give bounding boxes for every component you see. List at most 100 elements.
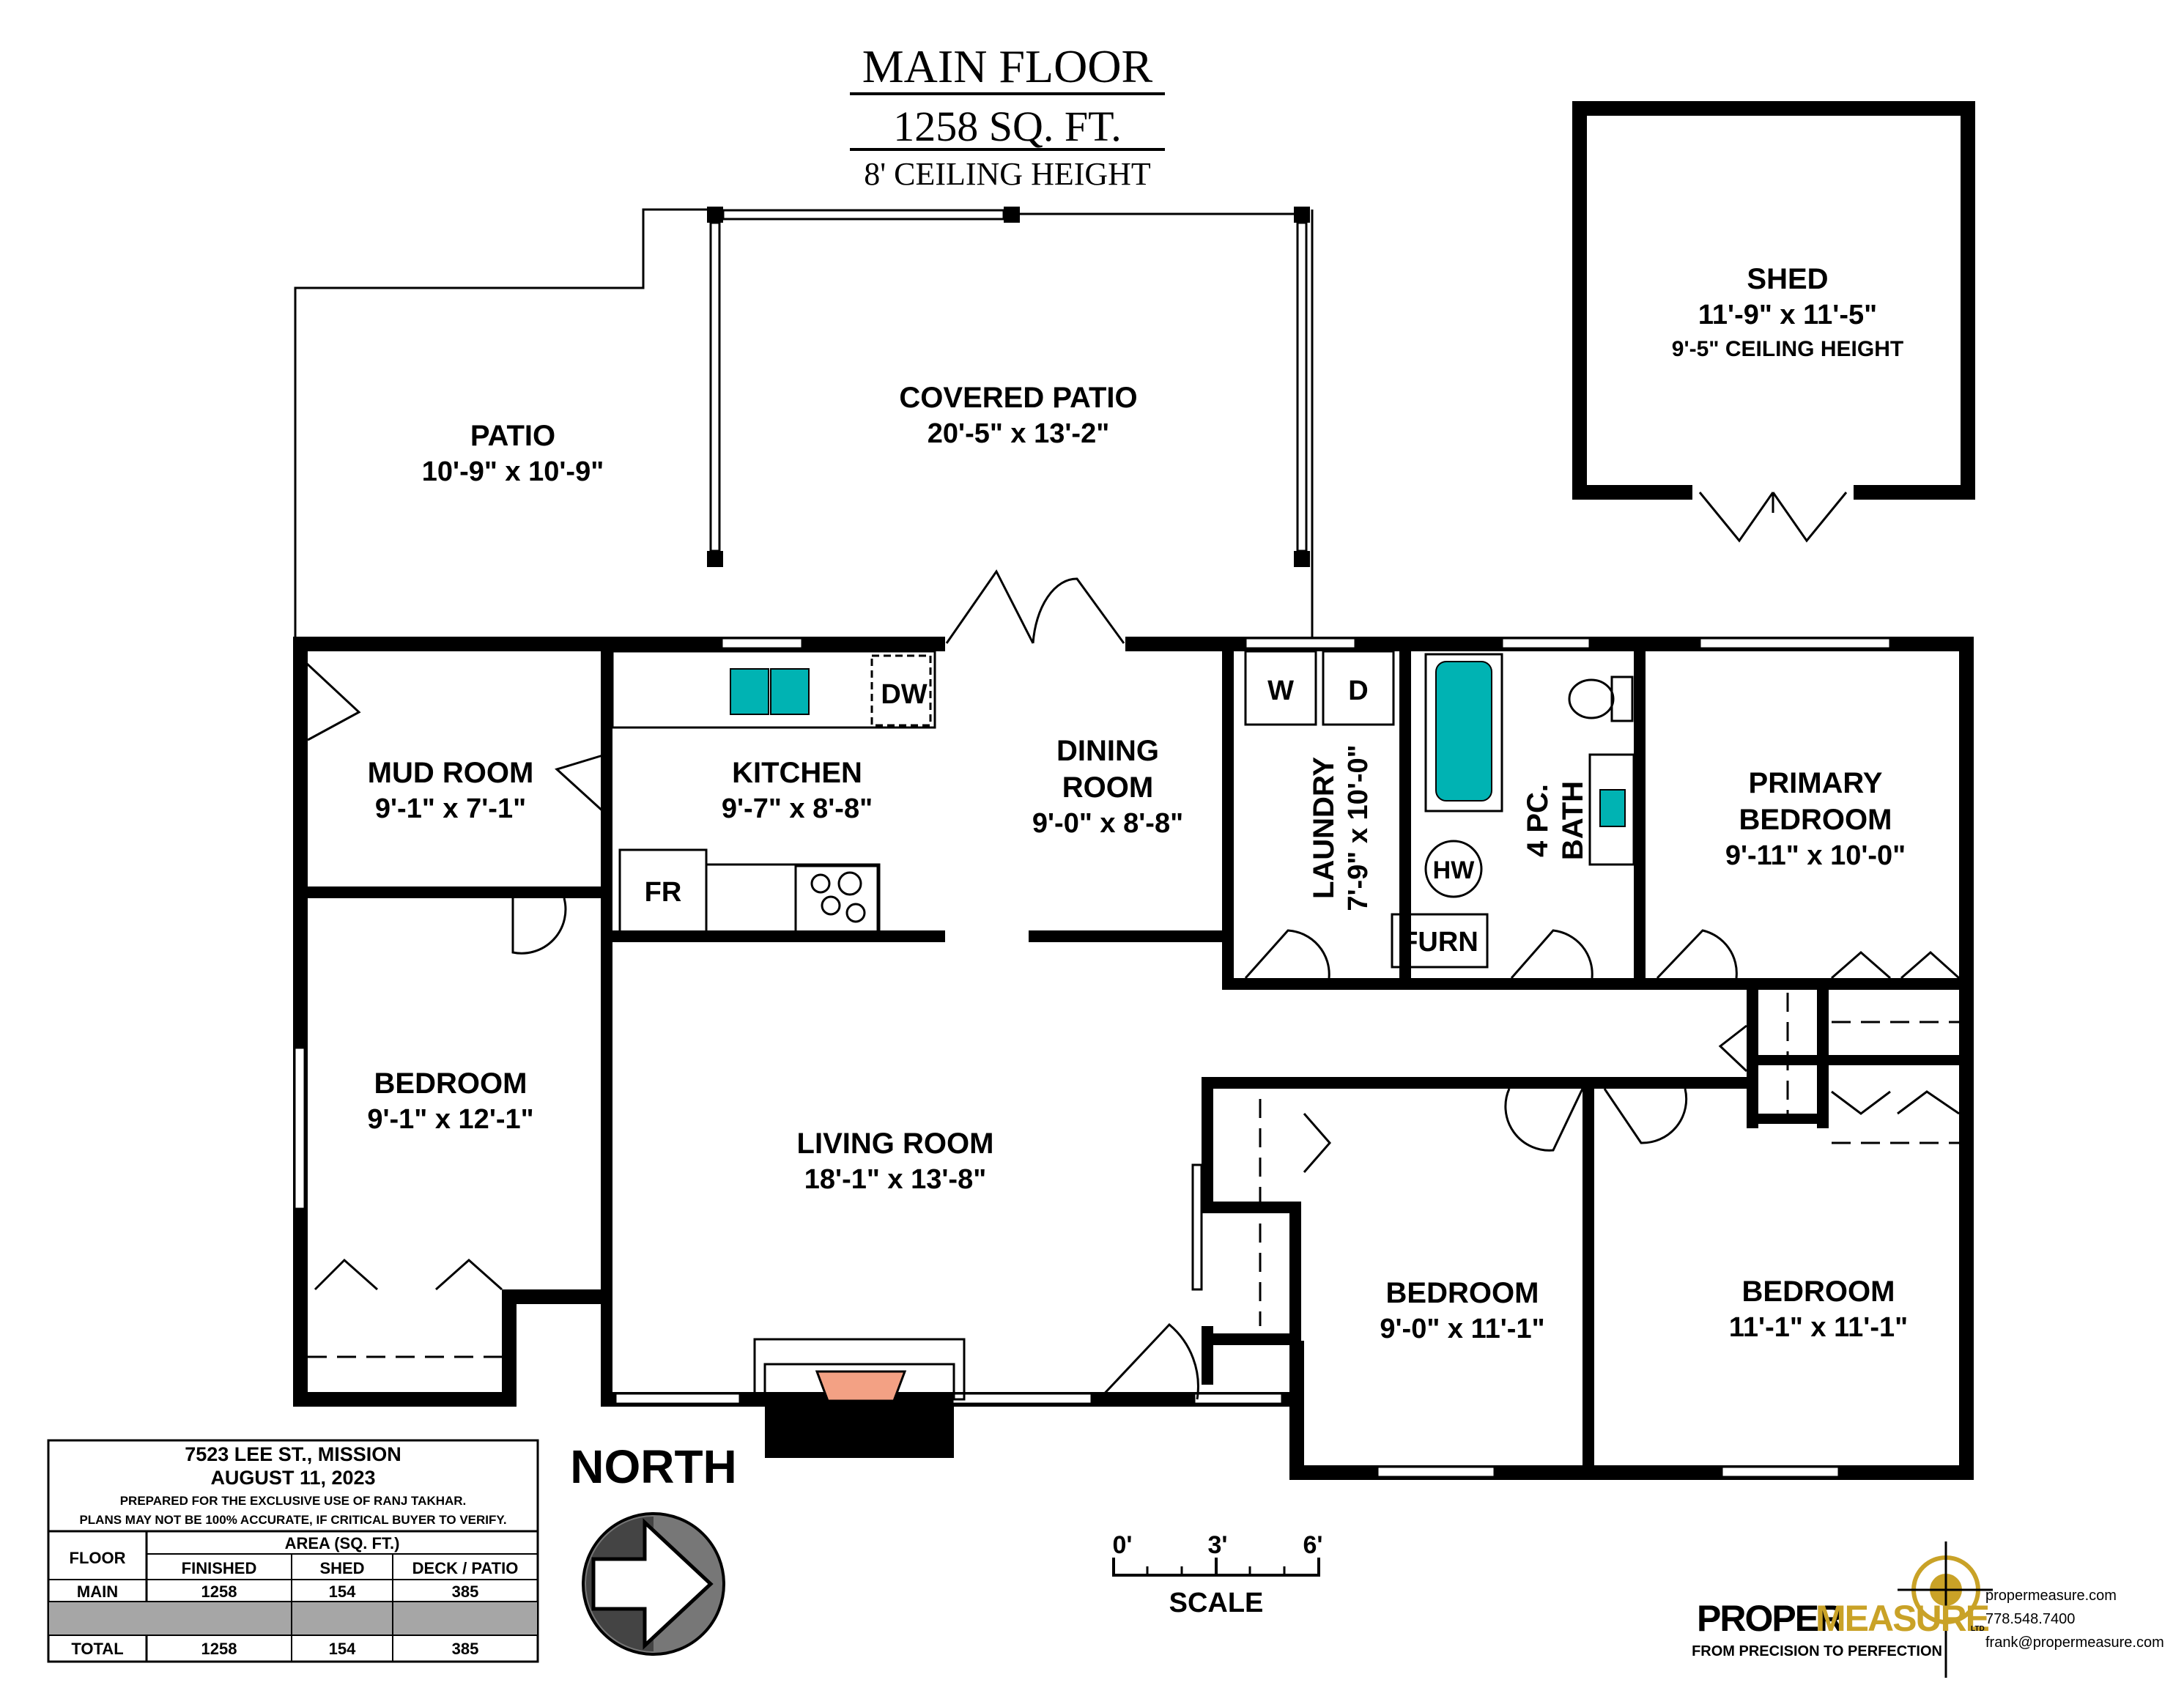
mud-room-dims: 9'-1" x 7'-1" [375,793,526,824]
fridge-label: FR [645,877,682,908]
laundry-name: LAUNDRY [1308,757,1340,899]
table-row-main-floor: MAIN [77,1582,118,1601]
logo-tm: LTD [1971,1625,1985,1633]
dryer-label: D [1348,675,1368,706]
shed-ceiling: 9'-5" CEILING HEIGHT [1672,337,1903,361]
bathtub [1424,653,1503,812]
furnace [1391,913,1489,969]
table-row-main-deck: 385 [452,1582,479,1601]
burner-icon [821,895,841,916]
toilet-icon [1568,678,1615,719]
scale-label: SCALE [1169,1588,1264,1618]
table-row-main-shed: 154 [329,1582,356,1601]
plan-area: 1258 SQ. FT. [893,103,1122,150]
kitchen-fixtures: DW FR [611,650,936,939]
hearth [765,1407,954,1458]
living-room-name: LIVING ROOM [797,1128,994,1160]
furnace-label: FURN [1401,927,1478,958]
table-row-main-finished: 1258 [201,1582,237,1601]
washer-label: W [1267,675,1294,706]
dryer [1322,650,1395,726]
branding: PROPER MEASURE LTD FROM PRECISION TO PER… [1692,1541,2164,1678]
burner-icon [845,903,866,923]
fireplace [753,1338,966,1458]
mud-room-name: MUD ROOM [368,757,534,789]
contact-email: frank@propermeasure.com [1985,1635,2164,1651]
dining-room-name-1: DINING [1056,735,1159,767]
bedroom-west-name: BEDROOM [374,1067,528,1100]
laundry-dims: 7'-9" x 10'-0" [1343,744,1374,911]
sink-right [770,668,810,715]
covered-patio-structure [707,207,1310,567]
table-row-total-shed: 154 [329,1640,356,1658]
dining-room-dims: 9'-0" x 8'-8" [1032,808,1183,839]
laundry-fixtures: W D HW FURN [1244,650,1489,969]
washer [1244,650,1317,726]
table-area-header: AREA (SQ. FT.) [285,1534,400,1552]
windows [293,637,1892,1478]
bath-name-1: 4 PC. [1522,784,1554,857]
dishwasher [870,654,932,727]
primary-bedroom-name-1: PRIMARY [1749,767,1883,799]
patio-name: PATIO [470,420,555,452]
bath-sink [1599,789,1626,827]
table-row-total-deck: 385 [452,1640,479,1658]
table-col-deck: DECK / PATIO [412,1559,519,1577]
table-floor-header: FLOOR [70,1549,126,1567]
info-box: 7523 LEE ST., MISSION AUGUST 11, 2023 PR… [47,1439,539,1663]
scale-tick-0: 0' [1113,1531,1133,1559]
hot-water-label: HW [1433,856,1476,884]
kitchen-name: KITCHEN [732,757,862,789]
table-row-total-finished: 1258 [201,1640,237,1658]
contact-phone: 778.548.7400 [1985,1611,2075,1627]
kitchen-dims: 9'-7" x 8'-8" [722,793,873,824]
scale-tick-3: 3' [1208,1531,1228,1559]
bathtub-basin [1435,661,1492,802]
logo-measure: MEASURE [1815,1598,1989,1639]
vanity [1588,753,1635,866]
shed-name: SHED [1747,263,1828,295]
info-disclaimer: PLANS MAY NOT BE 100% ACCURATE, IF CRITI… [79,1513,506,1527]
bedroom-middle-name: BEDROOM [1386,1277,1539,1309]
bedroom-middle-dims: 9'-0" x 11'-1" [1380,1314,1544,1344]
patio-dims: 10'-9" x 10'-9" [422,456,604,487]
dishwasher-label: DW [881,679,927,710]
burner-icon [837,871,862,896]
shed [1572,101,1975,543]
table-col-shed: SHED [319,1559,364,1577]
info-prepared: PREPARED FOR THE EXCLUSIVE USE OF RANJ T… [120,1494,467,1508]
logo-tagline: FROM PRECISION TO PERFECTION [1692,1643,1942,1659]
contact-website: propermeasure.com [1985,1588,2117,1604]
table-empty-row [48,1601,538,1636]
patio-outline [294,208,1314,643]
burner-icon [810,873,831,894]
table-col-finished: FINISHED [182,1559,257,1577]
north-label: NORTH [570,1440,737,1493]
north-arrow: NORTH [570,1440,737,1656]
bath-fixtures [1424,653,1635,866]
bath-name-2: BATH [1557,781,1589,860]
toilet-tank [1610,675,1634,722]
header: MAIN FLOOR 1258 SQ. FT. 8' CEILING HEIGH… [850,40,1165,192]
hot-water-tank [1424,840,1483,898]
sink-left [730,668,769,715]
shed-dims: 11'-9" x 11'-5" [1698,300,1877,330]
primary-bedroom-name-2: BEDROOM [1739,804,1892,836]
bedroom-east-dims: 11'-1" x 11'-1" [1729,1312,1908,1343]
info-address: 7523 LEE ST., MISSION [185,1443,401,1465]
logo-proper: PROPER [1697,1598,1844,1639]
dining-room-name-2: ROOM [1062,771,1153,804]
covered-patio-name: COVERED PATIO [899,382,1137,414]
bedroom-east-name: BEDROOM [1742,1276,1895,1308]
north-arrow-icon [591,1518,714,1650]
fireplace-flame [815,1370,907,1402]
info-date: AUGUST 11, 2023 [210,1467,375,1489]
scale-bar: 0' 3' 6' SCALE [1112,1531,1323,1618]
table-row-total-floor: TOTAL [71,1640,123,1658]
covered-patio-dims: 20'-5" x 13'-2" [928,418,1109,449]
range [794,865,879,938]
plan-title: MAIN FLOOR [862,40,1153,92]
ceiling-height: 8' CEILING HEIGHT [864,156,1151,192]
living-room-dims: 18'-1" x 13'-8" [804,1164,986,1195]
